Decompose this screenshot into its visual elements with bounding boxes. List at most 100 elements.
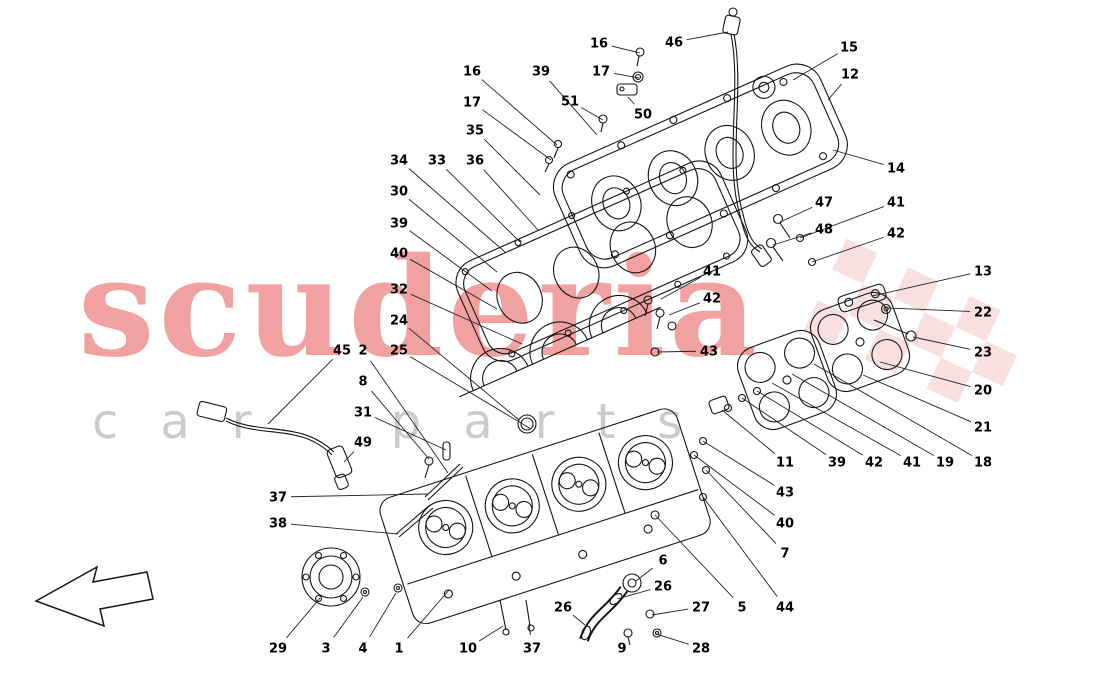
part-number-9[interactable]: 9 bbox=[617, 642, 626, 657]
part-number-3[interactable]: 3 bbox=[321, 642, 330, 657]
leader-line bbox=[333, 596, 364, 638]
part-number-6[interactable]: 6 bbox=[658, 554, 667, 569]
manifold-studs bbox=[689, 386, 762, 502]
leader-line bbox=[668, 302, 701, 316]
part-number-39[interactable]: 39 bbox=[390, 217, 408, 232]
part-number-10[interactable]: 10 bbox=[459, 642, 477, 657]
part-number-11[interactable]: 11 bbox=[776, 456, 794, 471]
part-number-50[interactable]: 50 bbox=[634, 108, 652, 123]
part-number-8[interactable]: 8 bbox=[358, 375, 367, 390]
direction-arrow bbox=[34, 565, 154, 628]
part-number-19[interactable]: 19 bbox=[936, 456, 954, 471]
leader-line bbox=[267, 358, 334, 425]
part-number-47[interactable]: 47 bbox=[815, 196, 833, 211]
part-number-24[interactable]: 24 bbox=[390, 314, 408, 329]
leader-line bbox=[286, 597, 321, 639]
part-number-43[interactable]: 43 bbox=[700, 345, 718, 360]
part-number-45[interactable]: 45 bbox=[333, 344, 351, 359]
part-number-16[interactable]: 16 bbox=[463, 65, 481, 80]
leader-line bbox=[528, 623, 531, 636]
part-number-4[interactable]: 4 bbox=[358, 642, 367, 657]
leader-line bbox=[409, 356, 532, 430]
part-number-31[interactable]: 31 bbox=[354, 406, 372, 421]
part-number-42[interactable]: 42 bbox=[865, 456, 883, 471]
leader-line bbox=[655, 633, 689, 645]
part-number-42[interactable]: 42 bbox=[887, 227, 905, 242]
part-number-20[interactable]: 20 bbox=[974, 384, 992, 399]
leader-line bbox=[705, 469, 777, 544]
part-number-43[interactable]: 43 bbox=[776, 486, 794, 501]
part-number-42[interactable]: 42 bbox=[703, 292, 721, 307]
part-number-12[interactable]: 12 bbox=[841, 68, 859, 83]
part-number-33[interactable]: 33 bbox=[428, 154, 446, 169]
stud-bolts bbox=[643, 295, 677, 357]
part-number-13[interactable]: 13 bbox=[974, 265, 992, 280]
end-cover-plate bbox=[301, 547, 361, 607]
part-number-7[interactable]: 7 bbox=[780, 547, 789, 562]
part-number-34[interactable]: 34 bbox=[390, 154, 408, 169]
part-number-32[interactable]: 32 bbox=[390, 283, 408, 298]
part-number-17[interactable]: 17 bbox=[463, 96, 481, 111]
leader-line bbox=[371, 390, 430, 460]
part-number-46[interactable]: 46 bbox=[665, 36, 683, 51]
part-number-48[interactable]: 48 bbox=[815, 223, 833, 238]
leader-line bbox=[827, 83, 842, 101]
intake-gasket-2 bbox=[809, 291, 911, 393]
part-number-18[interactable]: 18 bbox=[974, 456, 992, 471]
part-number-39[interactable]: 39 bbox=[532, 65, 550, 80]
part-number-44[interactable]: 44 bbox=[776, 601, 794, 616]
part-number-40[interactable]: 40 bbox=[390, 247, 408, 262]
small-bolts bbox=[360, 414, 537, 636]
part-number-1[interactable]: 1 bbox=[394, 642, 403, 657]
part-number-2[interactable]: 2 bbox=[358, 344, 367, 359]
part-number-37[interactable]: 37 bbox=[523, 642, 541, 657]
part-number-28[interactable]: 28 bbox=[692, 642, 710, 657]
part-number-41[interactable]: 41 bbox=[903, 456, 921, 471]
part-number-35[interactable]: 35 bbox=[466, 124, 484, 139]
part-number-27[interactable]: 27 bbox=[692, 601, 710, 616]
intake-gasket-1 bbox=[736, 329, 838, 431]
part-number-41[interactable]: 41 bbox=[887, 196, 905, 211]
part-number-16[interactable]: 16 bbox=[590, 37, 608, 52]
leader-line bbox=[483, 138, 541, 196]
leader-line bbox=[771, 382, 901, 457]
part-number-22[interactable]: 22 bbox=[974, 306, 992, 321]
leader-line bbox=[616, 589, 651, 600]
part-number-25[interactable]: 25 bbox=[390, 344, 408, 359]
part-number-26[interactable]: 26 bbox=[654, 580, 672, 595]
part-number-30[interactable]: 30 bbox=[390, 185, 408, 200]
leader-line bbox=[410, 259, 498, 310]
part-number-49[interactable]: 49 bbox=[354, 436, 372, 451]
part-number-41[interactable]: 41 bbox=[703, 265, 721, 280]
part-number-21[interactable]: 21 bbox=[974, 421, 992, 436]
part-number-29[interactable]: 29 bbox=[269, 642, 287, 657]
leader-line bbox=[370, 360, 449, 474]
leader-line bbox=[862, 374, 972, 423]
part-number-14[interactable]: 14 bbox=[887, 162, 905, 177]
leader-line bbox=[483, 169, 539, 231]
part-number-17[interactable]: 17 bbox=[592, 65, 610, 80]
sensor-cable bbox=[196, 400, 353, 491]
leader-line bbox=[799, 206, 884, 239]
part-number-38[interactable]: 38 bbox=[269, 517, 287, 532]
part-number-51[interactable]: 51 bbox=[561, 95, 579, 110]
part-number-40[interactable]: 40 bbox=[776, 517, 794, 532]
leader-line bbox=[408, 327, 520, 421]
part-number-39[interactable]: 39 bbox=[828, 456, 846, 471]
part-number-36[interactable]: 36 bbox=[466, 154, 484, 169]
part-number-37[interactable]: 37 bbox=[269, 491, 287, 506]
leader-line bbox=[409, 230, 493, 292]
leader-line bbox=[651, 608, 689, 616]
leader-line bbox=[792, 53, 839, 81]
checkered-flag bbox=[803, 238, 1017, 403]
leader-line bbox=[478, 625, 504, 642]
part-number-15[interactable]: 15 bbox=[840, 41, 858, 56]
part-number-5[interactable]: 5 bbox=[737, 601, 746, 616]
leader-line bbox=[832, 149, 884, 165]
cover-gasket bbox=[455, 160, 749, 362]
part-number-23[interactable]: 23 bbox=[974, 346, 992, 361]
part-number-26[interactable]: 26 bbox=[554, 601, 572, 616]
